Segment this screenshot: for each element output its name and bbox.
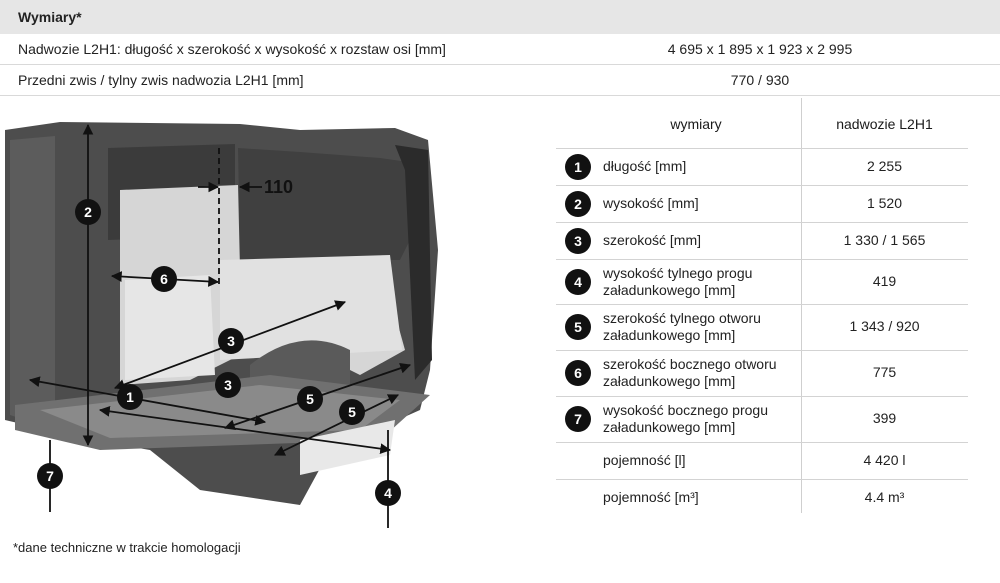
callout-3-lower: 3 (224, 377, 232, 393)
table-row: 5 szerokość tylnego otworu załadunkowego… (556, 304, 968, 350)
row-label: pojemność [m³] (603, 489, 699, 505)
table-row: pojemność [m³] 4.4 m³ (556, 479, 968, 516)
row-value: 399 (872, 410, 897, 426)
dimensions-table: wymiary nadwozie L2H1 1 długość [mm] 2 2… (556, 98, 968, 516)
spec-value: 770 / 930 (730, 72, 790, 88)
row-number: 7 (565, 406, 591, 432)
callout-3-upper: 3 (227, 333, 235, 349)
section-header: Wymiary* (0, 0, 1000, 34)
row-label: wysokość tylnego progu załadunkowego [mm… (603, 265, 753, 298)
table-row: 6 szerokość bocznego otworu załadunkoweg… (556, 350, 968, 396)
row-number: 2 (565, 191, 591, 217)
row-label: szerokość tylnego otworu załadunkowego [… (603, 310, 761, 343)
callout-5-left: 5 (306, 391, 314, 407)
callout-2: 2 (84, 204, 92, 220)
table-header: wymiary nadwozie L2H1 (556, 98, 968, 148)
section-title: Wymiary* (18, 9, 82, 25)
callout-7: 7 (46, 468, 54, 484)
callout-markers: 1 2 3 3 4 5 5 6 7 (37, 199, 401, 506)
spec-row: Nadwozie L2H1: długość x szerokość x wys… (0, 34, 1000, 65)
table-row: 1 długość [mm] 2 255 (556, 148, 968, 185)
row-value: 419 (872, 273, 897, 289)
header-dimensions: wymiary (670, 116, 722, 132)
spec-row: Przedni zwis / tylny zwis nadwozia L2H1 … (0, 65, 1000, 96)
row-value: 1 330 / 1 565 (843, 232, 926, 248)
row-number: 5 (565, 314, 591, 340)
row-value: 4 420 l (863, 452, 906, 468)
row-label: pojemność [l] (603, 452, 686, 468)
footnote: *dane techniczne w trakcie homologacji (13, 540, 241, 555)
row-number: 6 (565, 360, 591, 386)
row-number: 1 (565, 154, 591, 180)
column-divider (801, 98, 802, 513)
row-value: 775 (872, 364, 897, 380)
callout-5-right: 5 (348, 404, 356, 420)
callout-6: 6 (160, 271, 168, 287)
van-cargo-diagram: 1 2 3 3 4 5 5 6 7 110 (5, 122, 438, 528)
row-number: 4 (565, 269, 591, 295)
table-row: pojemność [l] 4 420 l (556, 442, 968, 479)
spec-label: Nadwozie L2H1: długość x szerokość x wys… (18, 41, 446, 57)
table-row: 3 szerokość [mm] 1 330 / 1 565 (556, 222, 968, 259)
table-row: 7 wysokość bocznego progu załadunkowego … (556, 396, 968, 442)
row-number: 3 (565, 228, 591, 254)
row-label: wysokość bocznego progu załadunkowego [m… (603, 402, 768, 435)
row-label: szerokość bocznego otworu załadunkowego … (603, 356, 777, 389)
callout-1: 1 (126, 389, 134, 405)
spec-value: 4 695 x 1 895 x 1 923 x 2 995 (667, 41, 853, 57)
row-value: 1 520 (866, 195, 903, 211)
row-value: 4.4 m³ (864, 489, 905, 505)
row-value: 2 255 (866, 158, 903, 174)
row-label: długość [mm] (603, 158, 687, 174)
row-label: wysokość [mm] (603, 195, 699, 211)
row-value: 1 343 / 920 (849, 318, 920, 334)
callout-4: 4 (384, 485, 392, 501)
row-label: szerokość [mm] (603, 232, 702, 248)
dimension-110-label: 110 (264, 177, 293, 197)
spec-label: Przedni zwis / tylny zwis nadwozia L2H1 … (18, 72, 304, 88)
table-row: 2 wysokość [mm] 1 520 (556, 185, 968, 222)
header-body-variant: nadwozie L2H1 (836, 116, 933, 132)
table-row: 4 wysokość tylnego progu załadunkowego [… (556, 259, 968, 304)
